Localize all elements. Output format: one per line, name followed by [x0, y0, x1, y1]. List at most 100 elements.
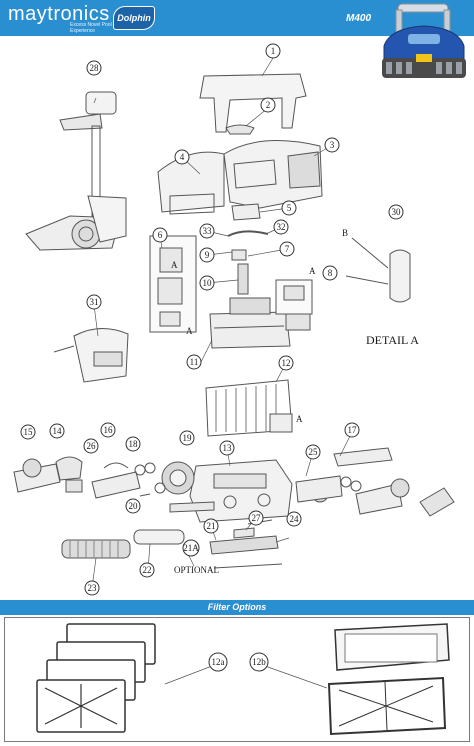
header-bar: maytronics Excess Novel Pool Experience … — [0, 0, 474, 78]
callout-marker: 30 — [388, 204, 404, 220]
handle-drawing — [199, 73, 307, 133]
callout-marker: 2 — [260, 97, 276, 113]
callout-label: 23 — [88, 583, 98, 593]
left-drive-drawing — [13, 456, 156, 499]
callout-marker: 11 — [186, 354, 202, 370]
callout-label: 8 — [328, 268, 333, 278]
callout-label: 15 — [24, 427, 34, 437]
filter-basket-drawing — [205, 379, 293, 437]
callout-marker: 4 — [174, 149, 190, 165]
callout-label: 19 — [183, 433, 193, 443]
callout-label: 20 — [129, 501, 139, 511]
callout-marker: 12a — [208, 652, 228, 672]
callout-label: 31 — [90, 297, 99, 307]
letter-label: A — [171, 260, 178, 270]
callout-label: 22 — [143, 565, 152, 575]
callout-marker: 20 — [125, 498, 141, 514]
callout-label: 9 — [205, 250, 210, 260]
callout-label: 12a — [212, 657, 225, 667]
callout-marker: 1 — [265, 43, 281, 59]
brushes-drawing — [61, 529, 185, 559]
letter-label: A — [186, 326, 193, 336]
callout-marker: 10 — [199, 275, 215, 291]
callout-marker: 28 — [86, 60, 102, 76]
callout-marker: 7 — [279, 241, 295, 257]
callout-marker: 16 — [100, 422, 116, 438]
callout-label: 18 — [129, 439, 139, 449]
callout-label: 1 — [271, 46, 276, 56]
callout-label: 30 — [392, 207, 402, 217]
callout-label: 12b — [252, 657, 266, 667]
clip-group-drawing — [149, 235, 197, 333]
drive-wheel-drawing — [139, 461, 195, 497]
filter-options-bar: Filter Options — [0, 600, 474, 615]
right-drive-drawing — [295, 447, 455, 517]
letter-label: A — [296, 414, 303, 424]
callout-marker: 13 — [219, 440, 235, 456]
callout-label: 28 — [90, 63, 100, 73]
callout-marker: 25 — [305, 444, 321, 460]
callout-markers: 1 2 3 4 5 6 7 8 9 10 11 12 13 14 15 16 1… — [20, 43, 404, 596]
callout-label: 21 — [207, 521, 216, 531]
filter-panels-12a-icon — [36, 623, 156, 733]
callout-marker: 26 — [83, 438, 99, 454]
callout-marker: 22 — [139, 562, 155, 578]
callout-marker: 32 — [273, 219, 289, 235]
callout-label: 12 — [282, 358, 291, 368]
callout-marker: 15 — [20, 424, 36, 440]
callout-marker: 23 — [84, 580, 100, 596]
robot-photo-icon — [382, 3, 466, 78]
callout-label: 3 — [330, 140, 335, 150]
callout-label: 25 — [309, 447, 319, 457]
callout-label: 10 — [203, 278, 213, 288]
callout-label: 32 — [277, 222, 286, 232]
callout-label: 27 — [252, 513, 262, 523]
filter-options-drawing: 12a 12b — [36, 623, 450, 736]
parts-diagram: 1 2 3 4 5 6 7 8 9 10 11 12 13 14 15 16 1… — [13, 43, 455, 596]
callout-marker: 17 — [344, 422, 360, 438]
callout-label: 5 — [287, 203, 292, 213]
callout-label: 13 — [223, 443, 233, 453]
callout-marker: 21 — [203, 518, 219, 534]
callout-marker: 33 — [199, 223, 215, 239]
callout-marker: 24 — [286, 511, 302, 527]
callout-label: 6 — [158, 230, 163, 240]
motor-unit-drawing — [209, 279, 313, 349]
detail-b-drawing — [345, 237, 411, 303]
optional-label: OPTIONAL — [174, 565, 219, 575]
callout-label: 33 — [203, 226, 213, 236]
callout-marker: 12 — [278, 355, 294, 371]
callout-marker: 14 — [49, 423, 65, 439]
filter-options-title: Filter Options — [207, 602, 267, 612]
chassis-drawing — [189, 459, 293, 523]
filter-options-panel: 12a 12b — [4, 617, 470, 742]
callout-marker: 19 — [179, 430, 195, 446]
power-supply-drawing — [53, 328, 129, 383]
letter-label: B — [342, 228, 348, 238]
callout-marker: 5 — [281, 200, 297, 216]
lower-parts-drawing — [169, 501, 283, 569]
callout-label: 4 — [180, 152, 185, 162]
callout-label: 16 — [104, 425, 114, 435]
callout-marker: 18 — [125, 436, 141, 452]
callout-label: 17 — [348, 425, 358, 435]
callout-marker: 8 — [322, 265, 338, 281]
callout-label: 7 — [285, 244, 290, 254]
callout-label: 2 — [266, 100, 271, 110]
callout-marker: 31 — [86, 294, 102, 310]
callout-marker: 6 — [152, 227, 168, 243]
callout-marker: 9 — [199, 247, 215, 263]
callout-marker: 21A — [182, 539, 200, 557]
callout-label: 26 — [87, 441, 97, 451]
filter-cartridge-12b-icon — [327, 623, 450, 736]
model-name: M400 — [346, 13, 372, 24]
callout-marker: 3 — [324, 137, 340, 153]
callout-label: 11 — [190, 357, 199, 367]
top-covers-drawing — [157, 140, 323, 215]
letter-label: A — [309, 266, 316, 276]
callout-marker: 27 — [248, 510, 264, 526]
callout-label: 14 — [53, 426, 63, 436]
caddy-drawing — [25, 91, 127, 251]
callout-label: 24 — [290, 514, 300, 524]
detail-a-label: DETAIL A — [366, 333, 419, 347]
